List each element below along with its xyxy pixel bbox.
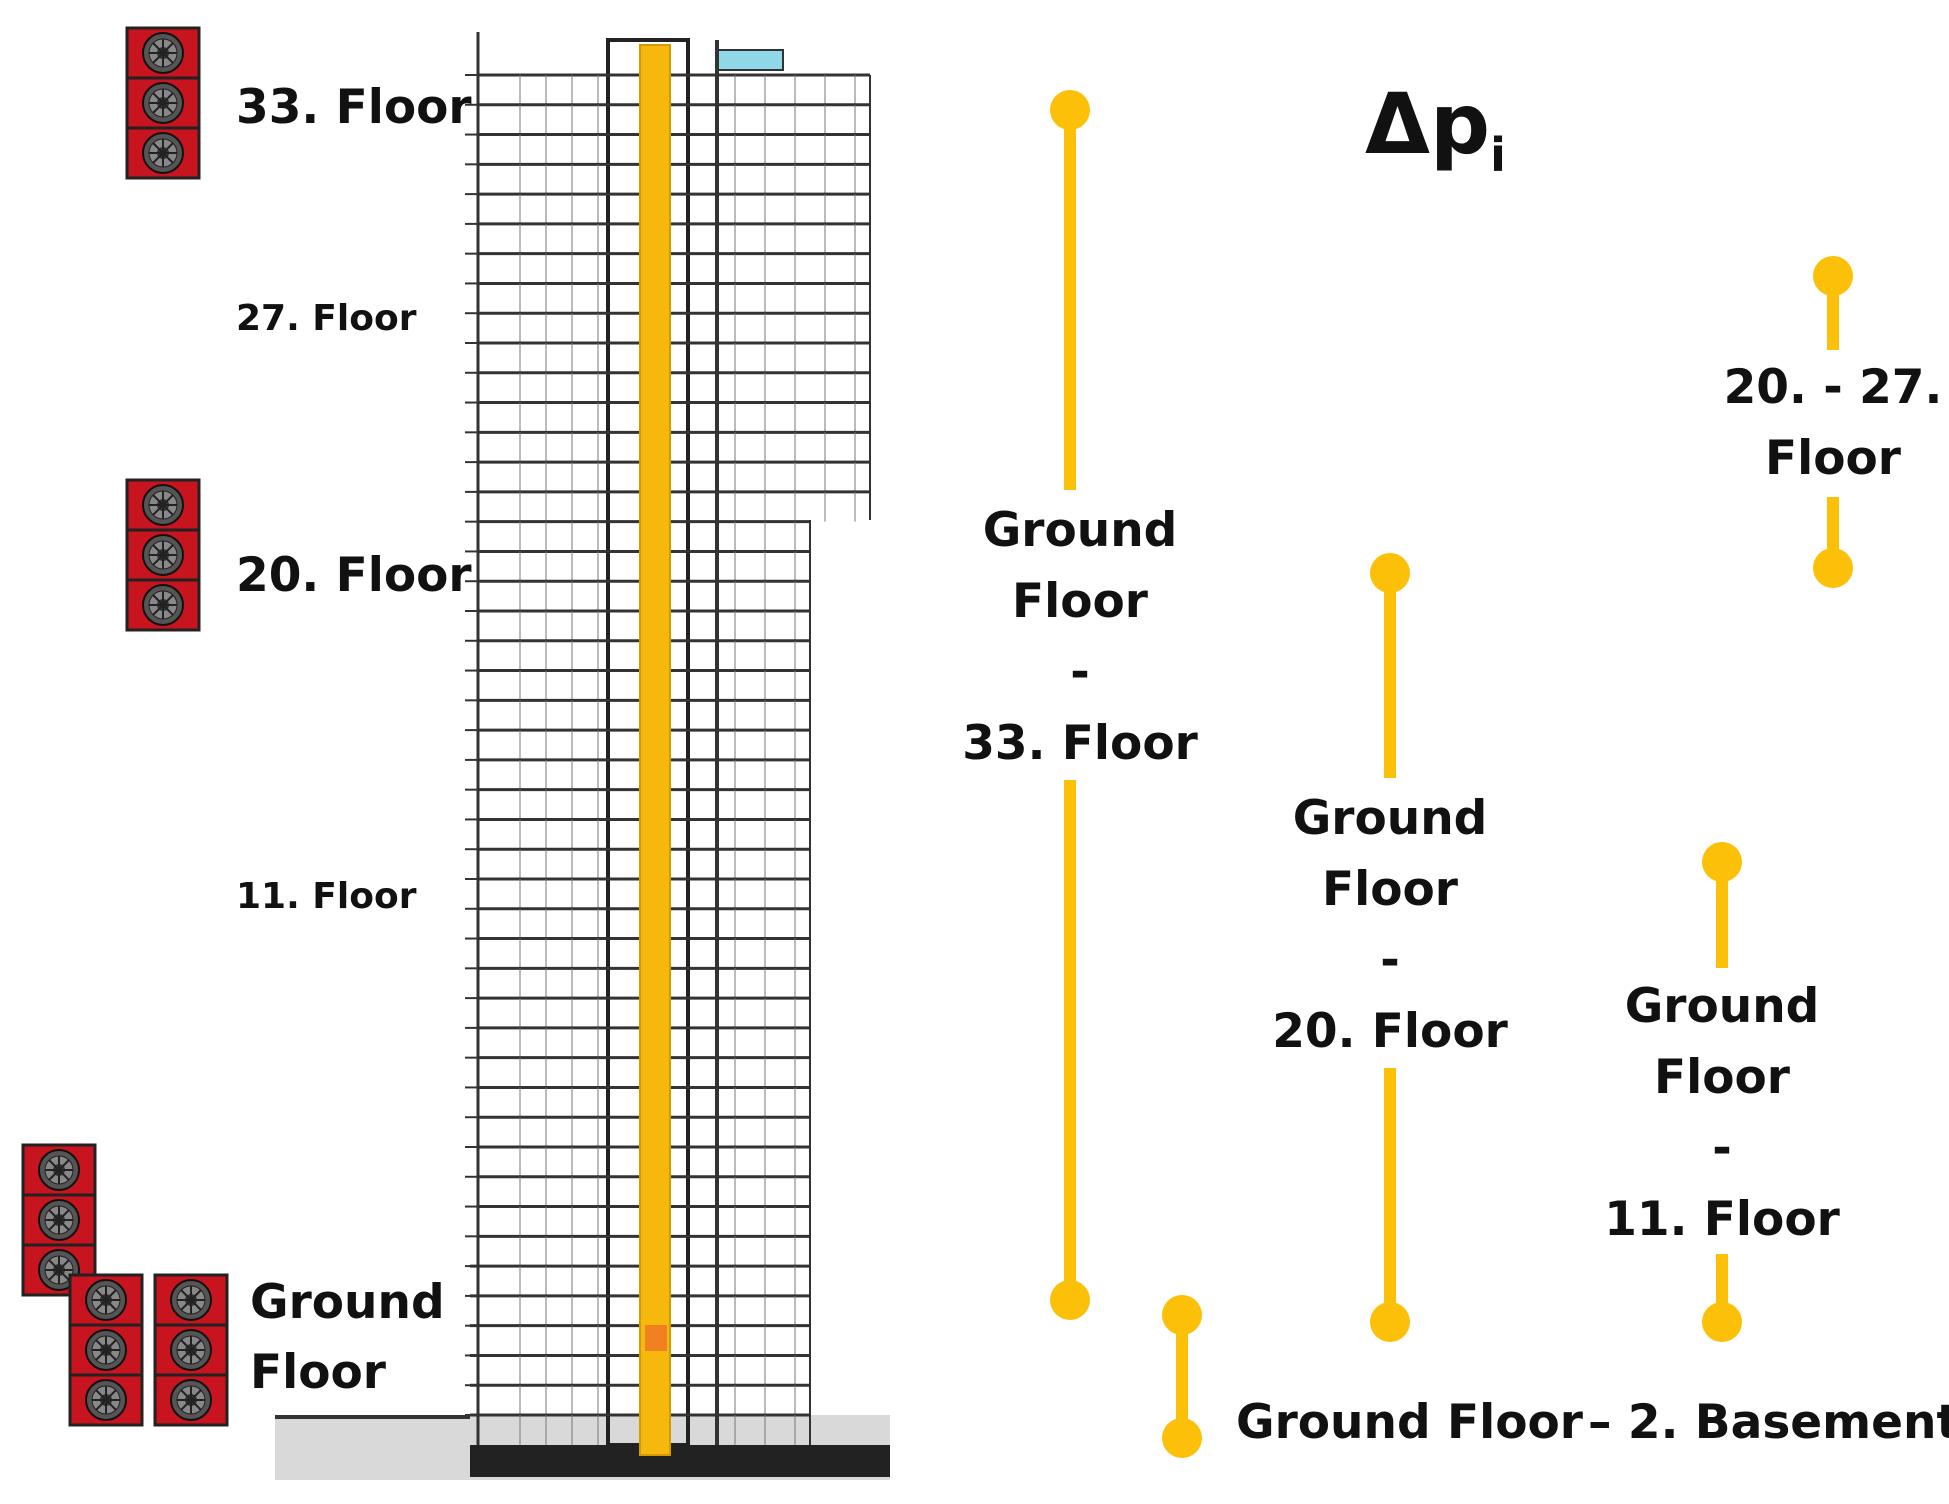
range-label-line: Floor: [1322, 862, 1458, 917]
fan-stack-ground-floor-b: [68, 1273, 144, 1427]
fan-stack-20-floor: [125, 478, 201, 632]
range-label-line: 20. Floor: [1272, 1004, 1508, 1059]
range-bar-ground-20: [1370, 553, 1410, 1342]
range-label-ground-20: Ground Floor - 20. Floor: [1270, 783, 1510, 1067]
blower-door-fan-icon: [68, 1323, 144, 1377]
range-label-ground-basement-right: – 2. Basement: [1588, 1395, 1949, 1450]
floor-label-27: 27. Floor: [236, 298, 417, 339]
range-label-ground-33: Ground Floor - 33. Floor: [960, 495, 1200, 779]
fan-stack-ground-floor-a: [21, 1143, 97, 1297]
range-label-ground-basement-left: Ground Floor: [1236, 1395, 1583, 1450]
blower-door-fan-icon: [153, 1273, 229, 1327]
range-label-20-27: 20. - 27. Floor: [1723, 352, 1943, 494]
range-label-line: 11. Floor: [1604, 1192, 1840, 1247]
range-indicators: [1050, 90, 1853, 1458]
range-label-line: -: [1380, 933, 1400, 988]
blower-door-fan-icon: [125, 478, 201, 532]
fan-stack-ground-floor-c: [153, 1273, 229, 1427]
range-label-line: -: [1712, 1121, 1732, 1176]
range-bar-ground-basement: [1162, 1295, 1202, 1458]
range-label-line: Ground: [1624, 979, 1820, 1034]
blower-door-fan-icon: [125, 528, 201, 582]
floor-label-33: 33. Floor: [236, 80, 472, 135]
blower-door-fan-icon: [21, 1143, 97, 1197]
blower-door-fan-icon: [125, 578, 201, 632]
range-label-line: 33. Floor: [962, 716, 1198, 771]
range-bar-ground-11: [1702, 842, 1742, 1342]
building-section-drawing: [275, 32, 890, 1480]
floor-label-ground-line1: Ground: [250, 1275, 445, 1330]
range-label-line: -: [1070, 645, 1090, 700]
blower-door-fan-icon: [68, 1373, 144, 1427]
blower-door-fan-icon: [125, 76, 201, 130]
pressure-difference-symbol: Δpi: [1365, 75, 1506, 182]
blower-door-fan-icon: [153, 1323, 229, 1377]
floor-label-ground-line2: Floor: [250, 1345, 386, 1400]
range-label-line: Floor: [1012, 574, 1148, 629]
fan-stack-33-floor: [125, 26, 201, 180]
blower-door-fan-icon: [153, 1373, 229, 1427]
range-bar-20-27: [1813, 256, 1853, 588]
blower-door-fan-icon: [68, 1273, 144, 1327]
floor-label-20: 20. Floor: [236, 548, 472, 603]
blower-door-fan-icon: [125, 126, 201, 180]
range-label-line: Ground: [982, 503, 1178, 558]
floor-label-11: 11. Floor: [236, 876, 417, 917]
blower-door-fan-icon: [125, 26, 201, 80]
range-label-line: 20. - 27.: [1723, 360, 1943, 415]
delta-p-text: Δp: [1365, 75, 1491, 173]
range-label-line: Floor: [1765, 431, 1901, 486]
range-label-line: Ground: [1292, 791, 1488, 846]
delta-p-subscript: i: [1490, 128, 1506, 182]
range-label-ground-11: Ground Floor - 11. Floor: [1602, 971, 1842, 1255]
range-bar-ground-33: [1050, 90, 1090, 1320]
range-label-line: Floor: [1654, 1050, 1790, 1105]
blower-door-fan-icon: [21, 1193, 97, 1247]
